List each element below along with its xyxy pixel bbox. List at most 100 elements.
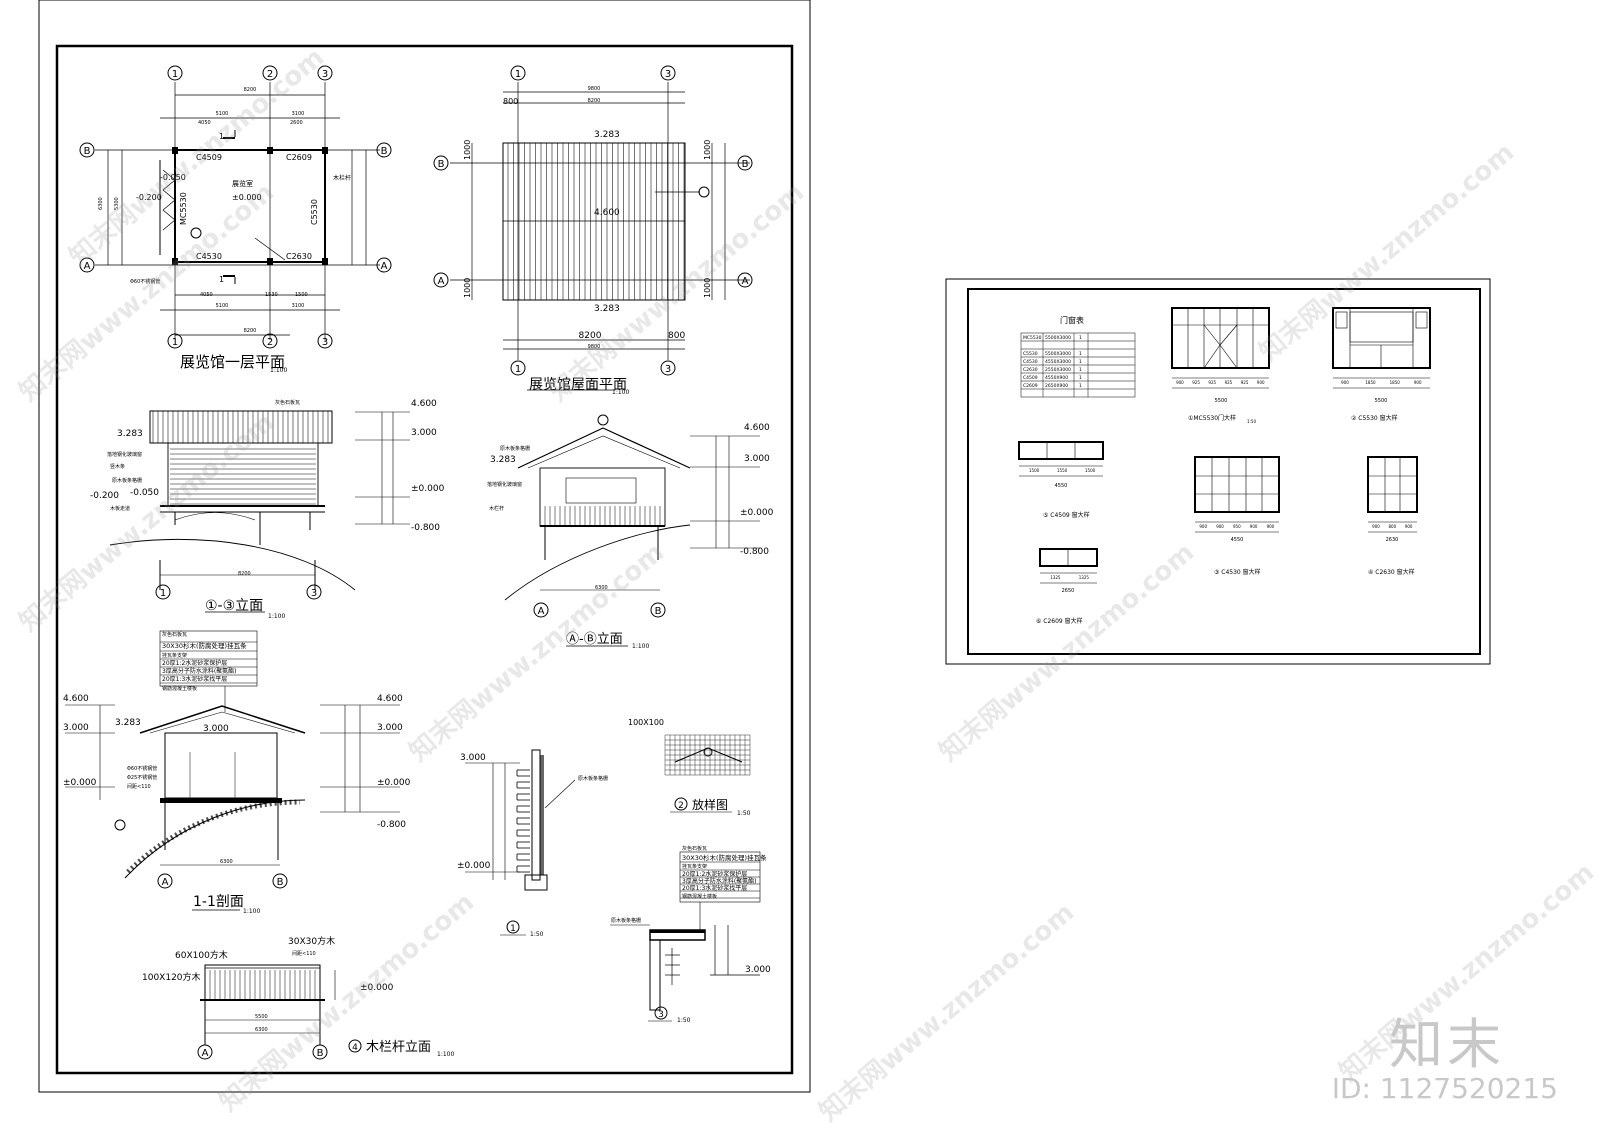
axis-label: A [438, 276, 445, 287]
roof-plan [433, 65, 753, 391]
window-tag: C5530 [310, 199, 319, 225]
note: 100X100 [628, 718, 664, 727]
level: ±0.000 [377, 778, 411, 788]
dim: 925 [1225, 380, 1233, 385]
dim: 4050 [200, 292, 213, 298]
dim: 6300 [220, 859, 233, 865]
dim: 1325 [1050, 575, 1061, 580]
dim: 5500 [255, 1014, 268, 1020]
scale: 1:50 [677, 1017, 691, 1024]
schedule-code: C4509 [1023, 375, 1038, 381]
note: 3厚高分子防水涂料(聚氨酯) [162, 667, 237, 675]
note: 60X100方木 [175, 949, 228, 961]
schedule-title: 门窗表 [1060, 315, 1084, 325]
scale: 1:50 [737, 810, 751, 817]
scale: 1:100 [270, 367, 287, 374]
note: 钢筋混凝土楼板 [682, 893, 717, 900]
window-tag: C2609 [286, 153, 312, 162]
note: 30X30杉木(防腐处理)挂瓦条 [682, 853, 767, 862]
dim: 1850 [1365, 380, 1376, 385]
level: ±0.000 [63, 778, 97, 788]
level: -0.200 [90, 491, 119, 501]
window-detail-title: ⑤ C4509 窗大样 [1043, 511, 1090, 519]
schedule-code: C2630 [1023, 367, 1038, 373]
axis-label: A [84, 261, 91, 272]
dim: 3100 [292, 111, 305, 117]
dim: 900 [1414, 380, 1422, 385]
dim: 1000 [703, 278, 712, 298]
dim: 900 [1267, 524, 1275, 529]
schedule-qty: 1 [1079, 383, 1082, 389]
dim: 4550 [1055, 483, 1068, 489]
axis-label: 3 [665, 69, 671, 80]
dim: 900 [1341, 380, 1349, 385]
dim: 6300 [255, 1027, 268, 1033]
note: 竖木条 [110, 463, 125, 470]
note: 原木板条格栅 [500, 445, 530, 452]
dim: 1000 [703, 140, 712, 160]
note: 落地钢化玻璃窗 [487, 481, 522, 488]
schedule-qty: 1 [1079, 359, 1082, 365]
axis-bubble [79, 142, 95, 158]
dim: 4550 [1231, 537, 1244, 543]
roof-plan-title: 展览馆屋面平面 [529, 377, 627, 393]
note: 100X120方木 [142, 971, 201, 983]
dim: 6300 [595, 585, 608, 591]
level: ±0.000 [411, 484, 445, 494]
inner-border [55, 44, 794, 1075]
note: 3厚高分子防水涂料(聚氨酯) [682, 877, 757, 885]
detail-num: 2 [678, 801, 684, 811]
note: 20厚1:2水泥砂浆保护层 [162, 659, 227, 667]
note: 30X30杉木(防腐处理)挂瓦条 [162, 641, 247, 650]
dim: 900 [1176, 380, 1184, 385]
brand-logo: 知末 [1389, 1013, 1505, 1076]
level: 3.283 [490, 455, 516, 465]
axis-label: B [742, 159, 749, 170]
axis-bubble [262, 333, 278, 349]
schedule-size: 4550X3000 [1045, 359, 1071, 365]
axis-label: 3 [322, 69, 328, 80]
axis-label: 1 [515, 364, 521, 375]
schedule-code: C4530 [1023, 359, 1038, 365]
note: 间距<110 [127, 783, 151, 790]
axis-label: B [438, 159, 445, 170]
axis-label: 1 [172, 69, 178, 80]
dim: 8200 [244, 328, 257, 334]
dim: 9800 [588, 344, 601, 350]
axis-label: B [655, 606, 662, 617]
scale: 1:100 [612, 389, 629, 396]
axis-label: A [538, 606, 545, 617]
schedule-size: 5500X3000 [1045, 351, 1071, 357]
dim: 2600 [290, 120, 303, 126]
dim: 8200 [588, 98, 601, 104]
dim: 800 [503, 97, 518, 106]
level: 3.000 [744, 454, 770, 464]
level: 4.600 [411, 399, 437, 409]
dim: 900 [1199, 524, 1207, 529]
axis-bubble [167, 333, 183, 349]
level: ±0.000 [740, 508, 774, 518]
axis-label: A [742, 276, 749, 287]
note: 20厚1:3水泥砂浆找平层 [162, 675, 227, 683]
dim: 925 [1208, 380, 1216, 385]
dim: 900 [1216, 524, 1224, 529]
labels: 1 2 3 1 2 3 B A B A 8200 5100 3100 5100 … [63, 69, 1422, 1059]
note: 挂瓦条支架 [162, 652, 187, 659]
detail-1 [465, 749, 576, 936]
dim: 3100 [292, 303, 305, 309]
schedule-code: MC5530 [1023, 335, 1042, 341]
window-detail-title: ①MC5530门大样 [1188, 414, 1236, 422]
dim: 2650 [1062, 588, 1075, 594]
section-mark: 1 [219, 132, 224, 141]
resource-id: ID: 1127520215 [1331, 1072, 1558, 1105]
dim: 4050 [198, 120, 211, 126]
note: 30X30方木 [288, 935, 335, 947]
axis-bubble [262, 65, 278, 81]
schedule-qty: 1 [1079, 375, 1082, 381]
schedule-code: C5530 [1023, 351, 1038, 357]
window-tag: C2630 [286, 252, 312, 261]
note: 挂瓦条支架 [682, 863, 707, 870]
level: 4.600 [63, 694, 89, 704]
dim: 925 [1241, 380, 1249, 385]
